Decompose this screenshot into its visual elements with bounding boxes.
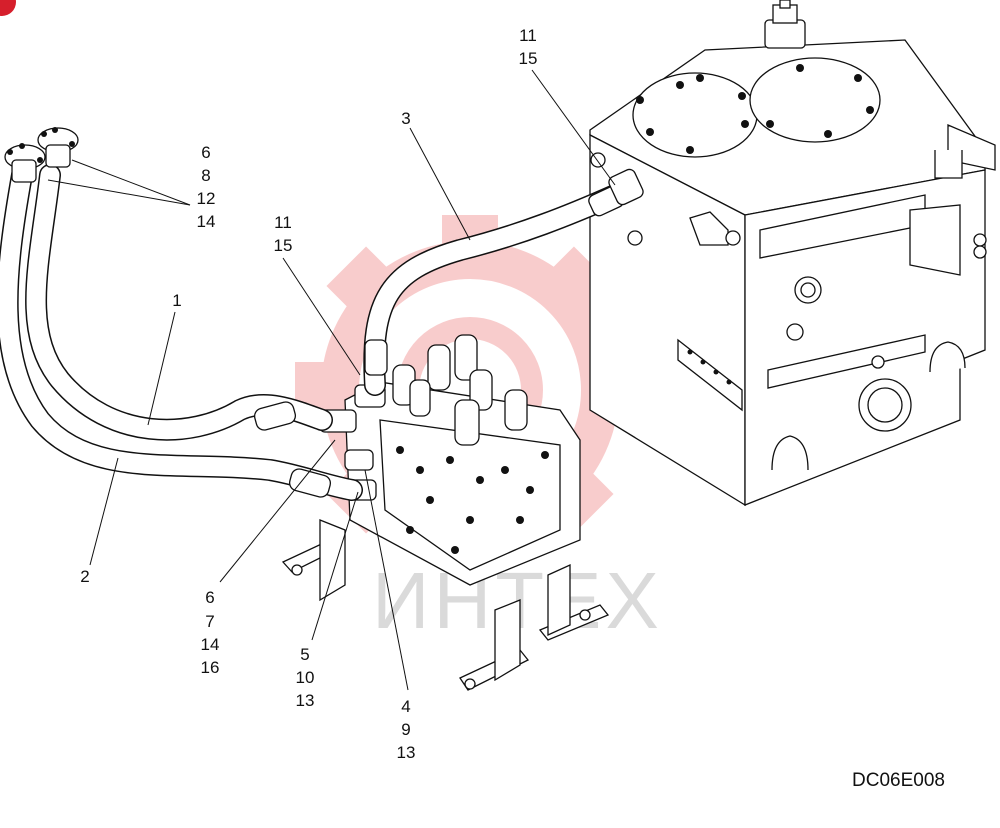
callout-11-top: 11 — [519, 26, 537, 45]
callout-4: 4 — [401, 697, 410, 716]
hose-2 — [0, 164, 363, 501]
callout-1: 1 — [172, 291, 181, 310]
drawing-code: DC06E008 — [852, 770, 945, 791]
callout-13-mid: 13 — [296, 691, 315, 710]
callout-7: 7 — [205, 612, 214, 631]
callout-12: 12 — [197, 189, 216, 208]
callout-16: 16 — [201, 658, 220, 677]
callout-group-5-10-13: 5 10 13 — [296, 645, 315, 710]
hose-1 — [25, 164, 333, 441]
callout-15-top: 15 — [519, 49, 538, 68]
callout-13-low: 13 — [397, 743, 416, 762]
callout-15-mid: 15 — [274, 236, 293, 255]
callout-2: 2 — [80, 567, 89, 586]
callout-3: 3 — [401, 109, 410, 128]
control-valve — [281, 334, 610, 691]
hydraulic-tank — [589, 0, 996, 507]
corner-badge-icon[interactable] — [0, 0, 16, 16]
callout-10: 10 — [296, 668, 315, 687]
hose-3 — [363, 184, 626, 396]
callout-group-11-15-mid: 11 15 — [274, 213, 293, 255]
callout-group-6-8-12-14: 6 8 12 14 — [197, 143, 216, 231]
leader-lines — [47, 69, 616, 691]
callouts: 1 2 3 11 15 11 15 6 8 12 14 6 7 14 16 5 … — [80, 26, 537, 762]
callout-6-lower: 6 — [205, 588, 214, 607]
callout-11-mid: 11 — [274, 213, 292, 232]
callout-14-upper: 14 — [197, 212, 216, 231]
callout-6-upper: 6 — [201, 143, 210, 162]
callout-8: 8 — [201, 166, 210, 185]
callout-group-11-15-top: 11 15 — [519, 26, 538, 68]
callout-group-6-7-14-16: 6 7 14 16 — [201, 588, 220, 677]
callout-group-4-9-13: 4 9 13 — [397, 697, 416, 762]
callout-9: 9 — [401, 720, 410, 739]
callout-5: 5 — [300, 645, 309, 664]
hose-fittings — [4, 127, 644, 498]
callout-14-lower: 14 — [201, 635, 220, 654]
